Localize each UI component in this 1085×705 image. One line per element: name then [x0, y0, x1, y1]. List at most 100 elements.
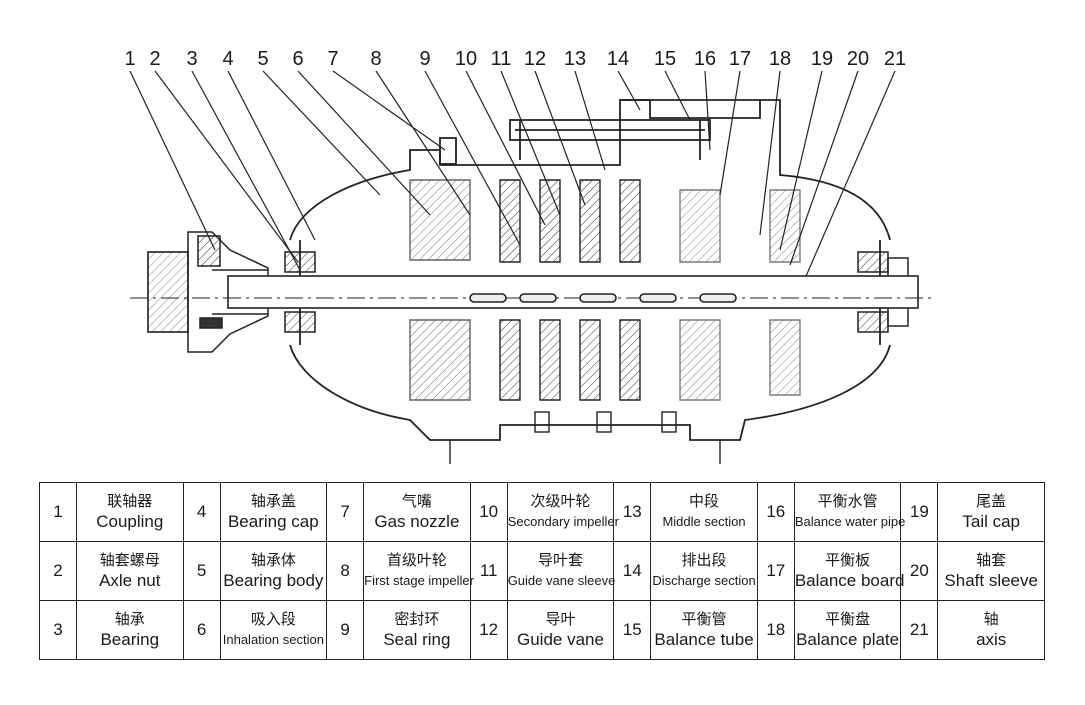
coupling-part — [147, 231, 269, 353]
part-name-english: Bearing body — [223, 571, 324, 590]
part-name-english: Inhalation section — [222, 632, 324, 647]
callout-number-9: 9 — [419, 48, 430, 70]
legend-part-number: 12 — [469, 600, 508, 660]
part-name-chinese: 导叶套 — [537, 551, 583, 569]
leader-line-7 — [332, 70, 446, 151]
part-name-english: Gas nozzle — [374, 512, 460, 531]
part-name-english: Secondary impeller — [507, 514, 619, 529]
part-name-chinese: 平衡水管 — [817, 492, 878, 510]
part-name-chinese: 排出段 — [681, 551, 727, 569]
part-name-chinese: 吸入段 — [250, 610, 296, 628]
callout-number-6: 6 — [292, 48, 303, 70]
callout-number-13: 13 — [564, 48, 586, 70]
legend-part-number: 15 — [613, 600, 652, 660]
part-name-english: Shaft sleeve — [944, 571, 1038, 590]
legend-part-number: 10 — [469, 482, 508, 542]
legend-part-number: 3 — [39, 600, 77, 660]
callout-number-5: 5 — [257, 48, 268, 70]
legend-part-number: 14 — [613, 541, 652, 601]
part-name-english: Balance water pipe — [794, 514, 906, 529]
part-name-chinese: 平衡盘 — [825, 610, 871, 628]
leader-line-14 — [617, 70, 641, 111]
callout-number-2: 2 — [149, 48, 160, 70]
callout-number-20: 20 — [847, 48, 869, 70]
leader-line-4 — [227, 70, 316, 241]
callout-number-3: 3 — [186, 48, 197, 70]
parts-legend-table: 1 联轴器 Coupling 4 轴承盖 Bearing cap 7 气嘴 Gas nozzle… — [39, 482, 1045, 660]
part-name-chinese: 中段 — [689, 492, 720, 510]
legend-part-number: 2 — [39, 541, 77, 601]
legend-row: 1 联轴器 Coupling 4 轴承盖 Bearing cap 7 气嘴 Gas nozzle… — [39, 482, 1045, 542]
shaft — [130, 275, 935, 309]
leader-line-3 — [191, 70, 301, 271]
part-name-chinese: 轴套 — [976, 551, 1007, 569]
leader-line-20 — [789, 70, 859, 266]
legend-part-name: 联轴器 Coupling — [76, 482, 184, 542]
legend-part-name: 平衡管 Balance tube — [650, 600, 758, 660]
part-name-chinese: 导叶 — [545, 610, 576, 628]
legend-part-name: 导叶套 Guide vane sleeve — [506, 541, 616, 601]
legend-part-name: 平衡水管 Balance water pipe — [793, 482, 906, 542]
part-name-chinese: 联轴器 — [107, 492, 153, 510]
legend-part-number: 11 — [469, 541, 508, 601]
callout-number-1: 1 — [124, 48, 135, 70]
leader-line-15 — [664, 70, 691, 121]
part-name-english: Bearing — [100, 630, 160, 649]
callout-number-16: 16 — [694, 48, 716, 70]
leader-line-10 — [465, 70, 546, 226]
legend-part-number: 18 — [756, 600, 795, 660]
part-name-chinese: 轴承盖 — [250, 492, 296, 510]
callout-number-10: 10 — [455, 48, 477, 70]
legend-part-number: 1 — [39, 482, 77, 542]
part-name-english: axis — [976, 630, 1007, 649]
part-name-chinese: 平衡管 — [681, 610, 727, 628]
leader-line-12 — [534, 70, 586, 206]
legend-part-name: 尾盖 Tail cap — [937, 482, 1045, 542]
legend-part-number: 4 — [182, 482, 221, 542]
part-name-english: Axle nut — [99, 571, 161, 590]
part-name-english: Balance tube — [654, 630, 754, 649]
part-name-english: Tail cap — [962, 512, 1020, 531]
part-name-english: First stage impeller — [364, 573, 474, 588]
part-name-english: Balance board — [794, 571, 905, 590]
part-name-english: Discharge section — [652, 573, 756, 588]
legend-part-name: 导叶 Guide vane — [506, 600, 615, 660]
legend-part-number: 6 — [182, 600, 221, 660]
legend-part-number: 5 — [182, 541, 221, 601]
part-name-chinese: 密封环 — [394, 610, 440, 628]
part-name-chinese: 首级叶轮 — [386, 551, 447, 569]
legend-part-number: 16 — [756, 482, 795, 542]
part-name-english: Bearing cap — [227, 512, 319, 531]
part-name-english: Guide vane — [516, 630, 604, 649]
leader-line-17 — [719, 70, 741, 196]
part-name-english: Middle section — [662, 514, 746, 529]
callout-number-8: 8 — [370, 48, 381, 70]
callout-number-12: 12 — [524, 48, 546, 70]
legend-part-name: 中段 Middle section — [650, 482, 758, 542]
impeller-stages — [409, 179, 801, 401]
part-name-chinese: 轴 — [983, 610, 999, 628]
legend-part-name: 排出段 Discharge section — [650, 541, 758, 601]
part-name-chinese: 尾盖 — [976, 492, 1007, 510]
part-name-english: Coupling — [96, 512, 164, 531]
callout-number-7: 7 — [327, 48, 338, 70]
callout-number-15: 15 — [654, 48, 676, 70]
leader-line-21 — [799, 70, 896, 291]
part-name-english: Guide vane sleeve — [507, 573, 616, 588]
legend-part-number: 7 — [326, 482, 365, 542]
leader-line-5 — [262, 70, 381, 196]
legend-part-name: 次级叶轮 Secondary impeller — [506, 482, 619, 542]
legend-part-name: 轴套 Shaft sleeve — [937, 541, 1045, 601]
legend-part-number: 20 — [900, 541, 939, 601]
legend-part-number: 8 — [326, 541, 365, 601]
legend-part-name: 吸入段 Inhalation section — [219, 600, 328, 660]
part-name-chinese: 气嘴 — [401, 492, 432, 510]
part-name-chinese: 次级叶轮 — [530, 492, 591, 510]
legend-part-name: 轴 axis — [937, 600, 1045, 660]
